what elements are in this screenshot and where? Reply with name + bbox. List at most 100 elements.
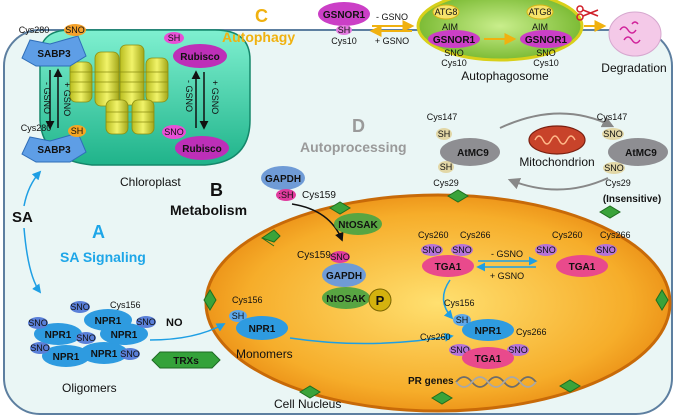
oligomer-cys156: Cys156 <box>110 300 141 310</box>
insensitive-label: (Insensitive) <box>603 194 661 205</box>
section-d-title: Autoprocessing <box>300 139 407 155</box>
atg8-right <box>526 4 554 20</box>
complex-sno-2-label: SNO <box>508 345 528 355</box>
phospho-label: P <box>376 293 385 308</box>
atmc9-left-cys147: Cys147 <box>427 112 458 122</box>
rubisco-sh-top-label: SH <box>168 33 181 43</box>
section-c-title: Autophagy <box>222 29 295 45</box>
oligomer-npr1-1: NPR1 <box>45 330 72 341</box>
tga1-a <box>422 255 474 277</box>
tga1-a-label: TGA1 <box>435 262 462 273</box>
section-a-letter: A <box>92 222 105 242</box>
tga1-b-cys266: Cys266 <box>600 230 631 240</box>
tga1-b-label: TGA1 <box>569 262 596 273</box>
complex-sh <box>453 314 471 326</box>
atg8-left-label: ATG8 <box>435 7 458 17</box>
arrow-monomer-to-nucleus <box>289 332 454 345</box>
gapdh-complex-cys159: Cys159 <box>297 250 331 261</box>
atmc9-right-cys147: Cys147 <box>597 112 628 122</box>
atmc9-left-sh-top-label: SH <box>438 129 451 139</box>
atmc9-right-label: AtMC9 <box>625 148 657 159</box>
ntosak-complex <box>322 287 370 309</box>
complex-npr1-label: NPR1 <box>475 326 502 337</box>
rubisco-sno-bottom-label: SNO <box>164 127 184 137</box>
phospho-icon <box>368 288 392 312</box>
complex-npr1 <box>462 319 514 341</box>
gapdh-top-sh-label: :SH <box>278 190 293 200</box>
oligomers-label: Oligomers <box>62 381 117 395</box>
gapdh-complex-sno-label: SNO <box>330 252 350 262</box>
degradation-label: Degradation <box>601 61 666 75</box>
sabp3-plus-gsno: + GSNO <box>62 82 72 116</box>
sabp3-cys280-top: Cys280 <box>19 25 50 35</box>
monomers-label: Monomers <box>236 347 293 361</box>
section-b-title: Metabolism <box>170 202 247 218</box>
complex-sno-1-label: SNO <box>450 345 470 355</box>
gsnor1-in-right-sno: SNO <box>536 48 556 58</box>
section-d-letter: D <box>352 116 365 136</box>
pr-genes-label: PR genes <box>408 376 454 387</box>
atg8-left <box>432 4 460 20</box>
rubisco-label-top: Rubisco <box>180 52 219 63</box>
oligomer-sno-2: SNO <box>70 302 90 312</box>
ntosak-top <box>334 213 382 235</box>
autophagy-minus-gsno: - GSNO <box>376 12 408 22</box>
gapdh-top-sh <box>276 189 296 201</box>
atmc9-right-sno-top <box>602 128 624 140</box>
tga1-b-sno-2-label: SNO <box>596 245 616 255</box>
rubisco-minus-gsno: - GSNO <box>184 80 194 112</box>
complex-tga1-label: TGA1 <box>475 354 502 365</box>
tga1-a-sno-1 <box>421 244 443 256</box>
tga1-plus-gsno: + GSNO <box>490 271 524 281</box>
complex-cys260: Cys260 <box>420 332 451 342</box>
arrow-sa-to-oligomers <box>23 227 42 294</box>
aim-left: AIM <box>442 22 458 32</box>
atmc9-right-sno-bottom <box>603 162 625 174</box>
arrow-gapdh-to-complex <box>291 203 344 242</box>
gsnor1-in-right <box>520 30 572 48</box>
tga1-b-sno-1 <box>535 244 557 256</box>
complex-cys266: Cys266 <box>516 327 547 337</box>
tga1-a-sno-1-label: SNO <box>422 245 442 255</box>
scissors-icon <box>576 5 599 21</box>
rubisco-plus-gsno: + GSNO <box>210 80 220 114</box>
rubisco-protein-top <box>173 44 227 68</box>
monomer-sh-label: SH <box>232 311 245 321</box>
section-a-title: SA Signaling <box>60 249 146 265</box>
aim-right: AIM <box>532 22 548 32</box>
atmc9-right-sno-bottom-label: SNO <box>604 163 624 173</box>
sabp3-label-bottom: SABP3 <box>37 145 71 156</box>
rubisco-sh-top <box>164 32 184 44</box>
sabp3-protein-top <box>21 35 87 67</box>
atmc9-right-sno-top-label: SNO <box>603 129 623 139</box>
degraded-fragments-icon <box>619 21 641 44</box>
oligomer-npr1-3: NPR1 <box>53 352 80 363</box>
gsnor1-in-left-cys10: Cys10 <box>441 58 467 68</box>
atg8-right-label: ATG8 <box>529 7 552 17</box>
atmc9-left-cys29: Cys29 <box>433 178 459 188</box>
oligomer-npr1-4: NPR1 <box>91 349 118 360</box>
oligomer-npr1-5: NPR1 <box>111 330 138 341</box>
arrow-oligomer-to-monomer <box>149 323 226 341</box>
sabp3-minus-gsno: - GSNO <box>42 82 52 114</box>
atmc9-right <box>608 138 668 166</box>
atmc9-left-sh-top <box>436 128 452 140</box>
tga1-b-sno-2 <box>595 244 617 256</box>
section-b-letter: B <box>210 180 223 200</box>
monomer-sh <box>229 310 247 322</box>
sa-label: SA <box>12 209 33 226</box>
gsnor1-free-cys10: Cys10 <box>331 36 357 46</box>
monomer-npr1-label: NPR1 <box>249 324 276 335</box>
atmc9-left-label: AtMC9 <box>457 148 489 159</box>
gapdh-complex <box>322 263 366 287</box>
cell-nucleus-label: Cell Nucleus <box>274 397 341 411</box>
section-c-letter: C <box>255 6 268 26</box>
tga1-a-sno-2-label: SNO <box>452 245 472 255</box>
sabp3-cys280-bottom: Cys280 <box>21 123 52 133</box>
tga1-a-cys260: Cys260 <box>418 230 449 240</box>
tga1-b <box>556 255 608 277</box>
ntosak-complex-label: NtOSAK <box>326 294 366 305</box>
ntosak-top-label: NtOSAK <box>338 220 378 231</box>
gapdh-top-cys159: Cys159 <box>302 190 336 201</box>
arrow-d-top <box>499 112 615 129</box>
